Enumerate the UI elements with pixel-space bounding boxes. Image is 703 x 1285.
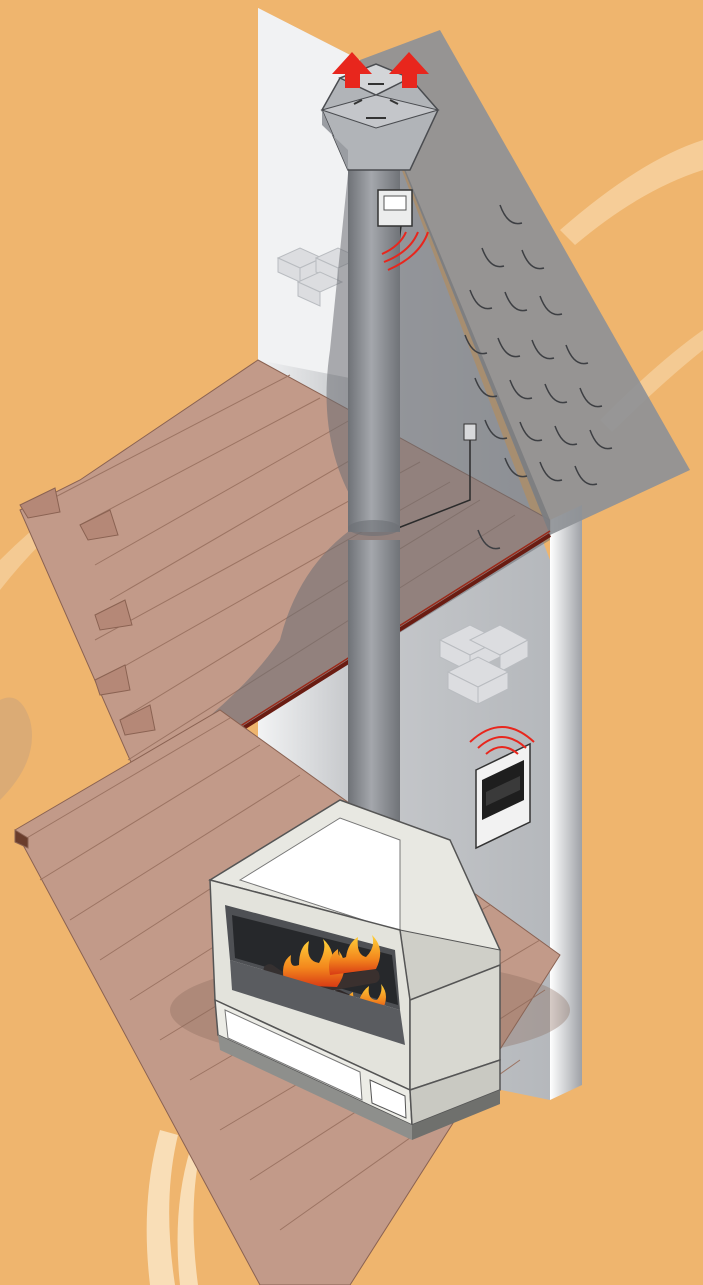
- chimney-pipe: [348, 160, 400, 845]
